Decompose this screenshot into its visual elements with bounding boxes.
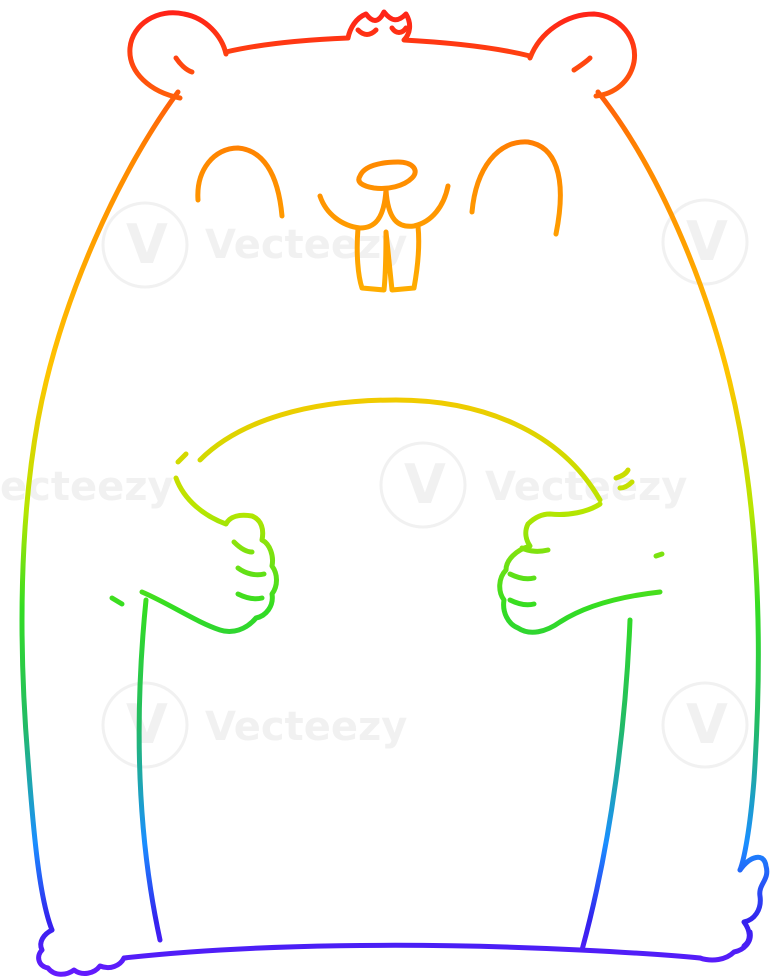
right-arm-outline [497, 501, 663, 635]
right-leg-line [579, 617, 633, 953]
left-arm-outline [139, 475, 279, 634]
right-paw-finger-2 [507, 571, 537, 582]
right-ear-outline [527, 11, 638, 99]
left-paw-finger-3 [235, 591, 265, 602]
watermark-layer: V Vecteezy V ecteezy V Vecteezy V Vectee… [0, 198, 749, 769]
hamster-body [19, 9, 761, 933]
watermark-glyph: V [126, 693, 168, 756]
watermark-text: Vecteezy [205, 704, 407, 750]
belly-mark-right-2 [617, 479, 635, 491]
tail [737, 854, 770, 949]
right-arm [497, 501, 665, 635]
left-arm [109, 475, 279, 634]
left-paw-finger-1 [231, 539, 255, 555]
belly-mark-left [175, 451, 189, 465]
head-top-outline [223, 9, 533, 59]
watermark-glyph: V [686, 693, 728, 756]
teeth [354, 223, 422, 293]
right-paw-finger-1 [519, 545, 551, 554]
right-ear [527, 11, 638, 99]
watermark-text: Vecteezy [205, 222, 407, 268]
hamster-face [195, 139, 563, 293]
watermark-glyph: V [126, 213, 168, 276]
mouth [317, 183, 451, 231]
left-paw-finger-2 [235, 565, 267, 578]
head-tuft-inner [355, 27, 379, 37]
left-ear-outline [127, 10, 229, 101]
left-leg-line [136, 597, 163, 943]
right-paw-finger-3 [507, 597, 537, 608]
hamster-belly [175, 397, 635, 503]
watermark-text: Vecteezy [485, 464, 687, 510]
belly-mark-right [613, 467, 631, 481]
bottom-line [121, 942, 703, 961]
body-left-outline [19, 89, 181, 933]
left-foot [36, 927, 127, 977]
left-arm-mark [109, 595, 125, 607]
hamster-legs [136, 597, 633, 953]
watermark-logo-5: V [661, 681, 749, 769]
body-right-outline [595, 89, 761, 873]
watermark-glyph: V [404, 453, 446, 516]
watermark-logo-1: V [101, 201, 189, 289]
watermark-logo-3: V [379, 441, 467, 529]
left-ear-inner [173, 55, 195, 75]
left-eye-closed [195, 145, 285, 219]
watermark-logo-2: V [661, 198, 749, 286]
right-arm-mark [653, 551, 665, 559]
head-tuft-inner-2 [389, 25, 409, 35]
hamster-feet [36, 854, 770, 977]
right-ear-inner [571, 55, 593, 73]
left-ear [127, 10, 229, 101]
right-eye-closed [469, 139, 563, 237]
belly-arc [197, 397, 603, 503]
nose [356, 159, 418, 191]
watermark-logo-4: V [101, 681, 189, 769]
